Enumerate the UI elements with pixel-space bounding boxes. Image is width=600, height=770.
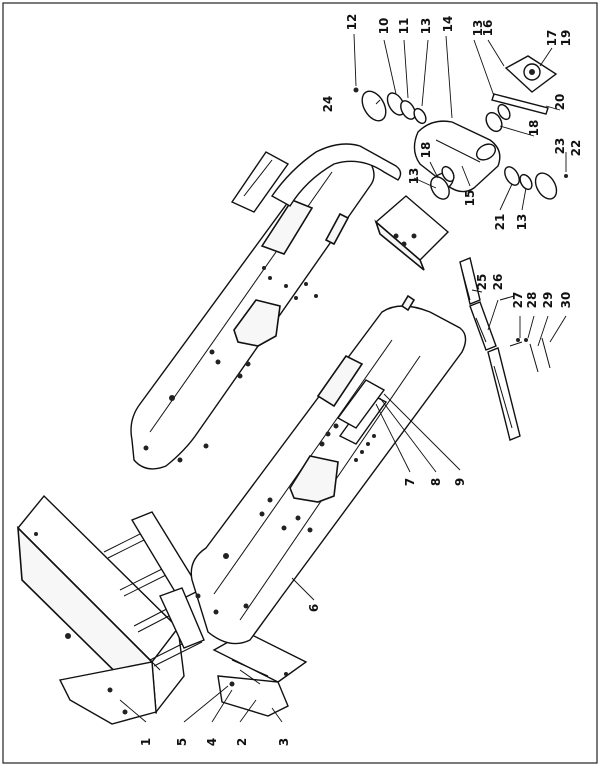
callout-13-left: 13 (407, 168, 421, 185)
callout-9: 9 (453, 478, 467, 486)
callout-18-left: 18 (419, 142, 433, 159)
callout-11: 11 (397, 18, 411, 35)
rings-and-washers (361, 90, 558, 200)
small-screws (353, 87, 568, 342)
callout-30: 30 (559, 292, 573, 309)
callout-21: 21 (493, 214, 507, 231)
callout-1: 1 (139, 738, 153, 746)
callout-13-bottom: 13 (515, 214, 529, 231)
callout-3: 3 (277, 738, 291, 746)
part-17-19-motor (504, 55, 558, 93)
callout-labels: 1 2 3 4 5 6 7 8 9 10 11 12 13 13 13 13 1… (139, 14, 583, 747)
part-7-8-9-plate (336, 379, 386, 429)
gear-housing-mount (374, 195, 450, 271)
callout-19: 19 (559, 30, 573, 47)
callout-22: 22 (569, 140, 583, 157)
callout-20: 20 (553, 94, 567, 111)
callout-7: 7 (403, 478, 417, 486)
callout-25: 25 (475, 274, 489, 291)
callout-5: 5 (175, 738, 189, 746)
callout-23: 23 (553, 138, 567, 155)
callout-2: 2 (235, 738, 249, 746)
callout-16: 16 (481, 20, 495, 37)
part-2-3-bottom-plates (212, 631, 308, 717)
part-29-30-rods (529, 337, 551, 373)
part-20-strip (491, 93, 549, 115)
callout-12: 12 (345, 14, 359, 31)
callout-24: 24 (321, 96, 335, 113)
upper-side-frame (130, 149, 375, 470)
small-stud (400, 294, 416, 312)
callout-8: 8 (429, 478, 443, 486)
callout-13-right: 13 (471, 20, 485, 37)
callout-26: 26 (491, 274, 505, 291)
callout-10: 10 (377, 18, 391, 35)
callout-14: 14 (441, 16, 455, 33)
part-1-end-box (17, 494, 185, 725)
callout-15: 15 (463, 190, 477, 207)
part-25-26-brackets (459, 257, 523, 441)
callout-29: 29 (541, 292, 555, 309)
callout-18-right: 18 (527, 120, 541, 137)
callout-13-top: 13 (419, 18, 433, 35)
callout-27: 27 (511, 292, 525, 309)
top-cover-plate (230, 151, 290, 213)
callout-28: 28 (525, 292, 539, 309)
frame-block (324, 212, 350, 246)
leader-lines (119, 33, 567, 723)
top-shroud (270, 143, 402, 207)
callout-6: 6 (307, 604, 321, 612)
callout-17: 17 (545, 30, 559, 47)
callout-4: 4 (205, 738, 219, 746)
